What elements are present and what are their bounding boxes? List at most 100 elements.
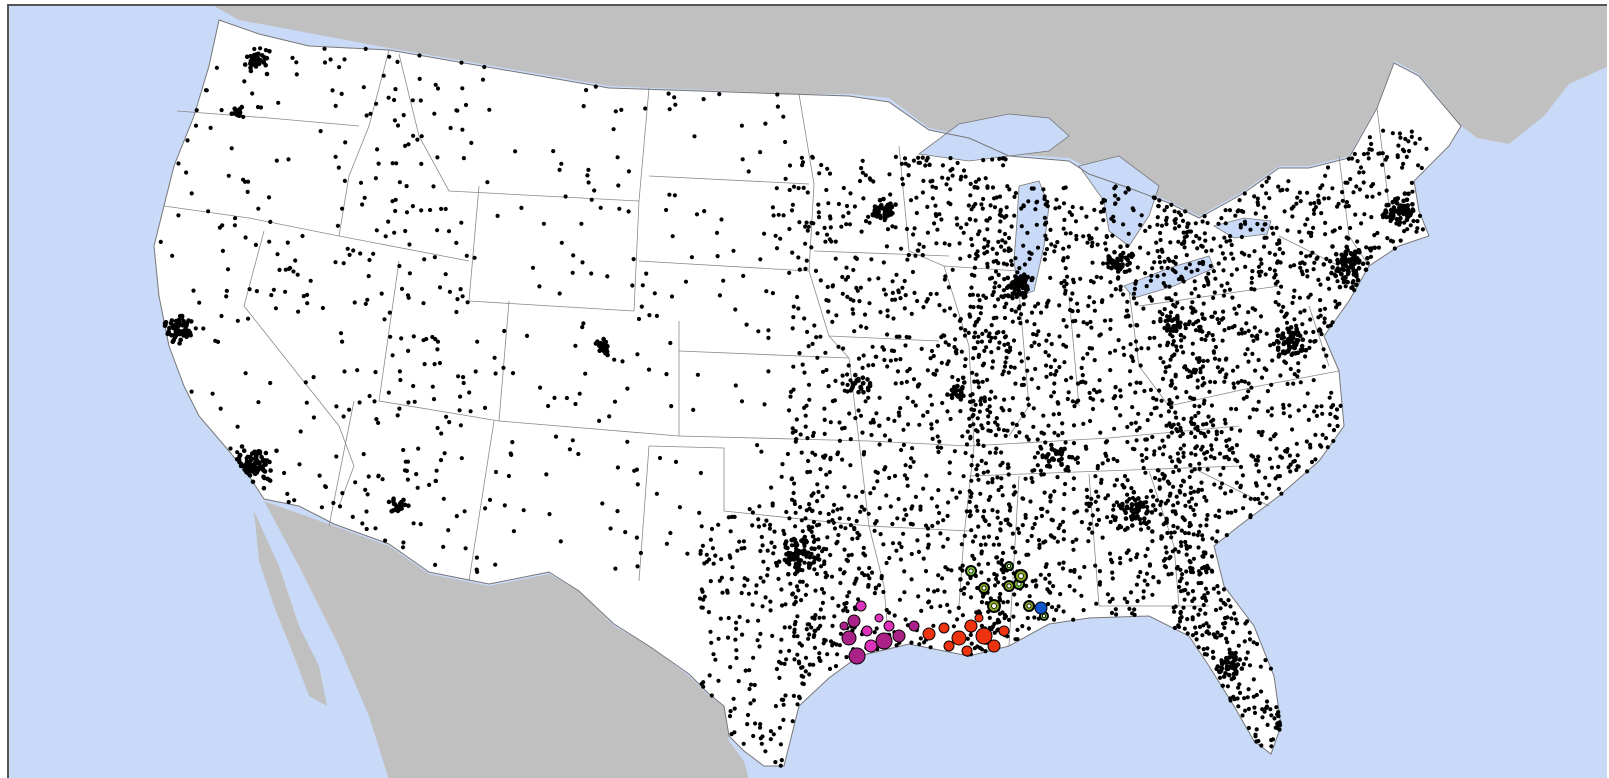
station-dot: [1171, 523, 1176, 529]
station-dot: [901, 442, 907, 447]
station-dot: [803, 266, 808, 271]
station-dot: [748, 682, 754, 687]
station-dot: [1045, 301, 1050, 306]
station-dot: [381, 73, 386, 78]
station-dot: [1222, 417, 1227, 422]
station-dot: [386, 390, 391, 395]
station-dot: [760, 604, 765, 609]
station-dot: [888, 192, 893, 197]
station-dot: [1183, 322, 1188, 327]
station-dot: [189, 389, 194, 394]
station-dot: [1192, 489, 1197, 494]
station-dot: [1238, 483, 1243, 488]
station-dot: [1132, 286, 1137, 291]
station-dot: [866, 395, 871, 400]
station-dot: [1201, 647, 1206, 652]
station-dot: [844, 600, 849, 606]
station-dot: [718, 616, 723, 621]
station-dot: [704, 552, 709, 557]
station-dot: [1091, 387, 1097, 392]
station-dot: [807, 622, 812, 627]
station-dot: [897, 597, 903, 602]
station-dot: [1032, 322, 1037, 327]
station-dot: [1163, 556, 1168, 562]
station-dot: [1101, 218, 1106, 223]
station-dot: [1019, 359, 1024, 364]
station-dot: [1196, 569, 1202, 574]
station-dot: [249, 451, 255, 456]
station-dot: [1410, 189, 1415, 194]
station-dot: [1188, 229, 1194, 234]
station-dot: [813, 537, 818, 542]
station-dot: [502, 328, 507, 334]
station-dot: [805, 550, 811, 556]
station-dot: [1264, 495, 1269, 500]
station-dot: [1260, 227, 1265, 232]
station-dot: [447, 420, 452, 425]
station-dot: [1214, 429, 1219, 434]
station-dot: [1230, 295, 1235, 300]
station-dot: [417, 53, 422, 58]
station-dot: [1216, 320, 1222, 326]
station-dot: [475, 339, 480, 344]
station-dot: [1220, 251, 1225, 256]
station-dot: [667, 192, 672, 197]
station-dot: [939, 360, 944, 365]
station-dot: [1318, 313, 1323, 318]
station-dot: [1093, 474, 1098, 479]
station-dot: [1004, 205, 1009, 210]
us-map[interactable]: [9, 6, 1607, 778]
station-dot: [1081, 320, 1086, 325]
station-dot: [597, 348, 602, 354]
station-dot: [888, 358, 894, 363]
station-dot: [1280, 187, 1285, 192]
station-dot: [1172, 209, 1177, 214]
station-dot: [1212, 310, 1218, 315]
station-dot: [965, 429, 970, 434]
station-dot: [267, 239, 272, 244]
station-dot: [882, 357, 887, 363]
station-dot: [1104, 234, 1109, 240]
station-dot: [1017, 276, 1022, 282]
station-dot: [1222, 288, 1227, 293]
station-dot: [193, 326, 198, 331]
station-dot: [1061, 342, 1066, 347]
station-dot: [823, 239, 828, 244]
station-dot: [791, 184, 797, 189]
station-dot: [1149, 411, 1154, 416]
station-dot: [925, 545, 931, 550]
station-dot: [1199, 480, 1204, 485]
station-dot: [454, 108, 459, 113]
station-dot: [250, 479, 256, 485]
station-dot: [858, 413, 864, 418]
station-dot: [1087, 236, 1092, 241]
station-dot: [1224, 372, 1229, 377]
station-dot: [1143, 470, 1148, 475]
station-dot: [1025, 230, 1030, 235]
station-dot: [1086, 526, 1092, 531]
station-dot: [395, 413, 400, 418]
station-dot: [941, 544, 946, 549]
station-dot: [1125, 439, 1130, 445]
station-dot: [784, 657, 789, 662]
station-dot: [1237, 303, 1242, 309]
station-dot: [1397, 131, 1402, 136]
station-dot: [460, 127, 465, 132]
station-dot: [810, 450, 815, 455]
station-dot: [1023, 512, 1028, 518]
station-dot: [872, 591, 878, 596]
station-dot: [1100, 535, 1105, 540]
station-dot: [804, 554, 809, 559]
station-dot: [1145, 546, 1150, 552]
station-dot: [623, 530, 628, 535]
station-dot: [1051, 457, 1057, 463]
station-dot: [608, 526, 613, 531]
station-dot: [971, 412, 976, 418]
station-dot: [982, 399, 988, 404]
station-dot: [1179, 344, 1184, 349]
station-dot: [965, 581, 970, 586]
station-dot: [1145, 582, 1150, 587]
station-dot: [928, 291, 933, 297]
station-dot: [552, 395, 557, 400]
station-dot: [978, 311, 983, 316]
